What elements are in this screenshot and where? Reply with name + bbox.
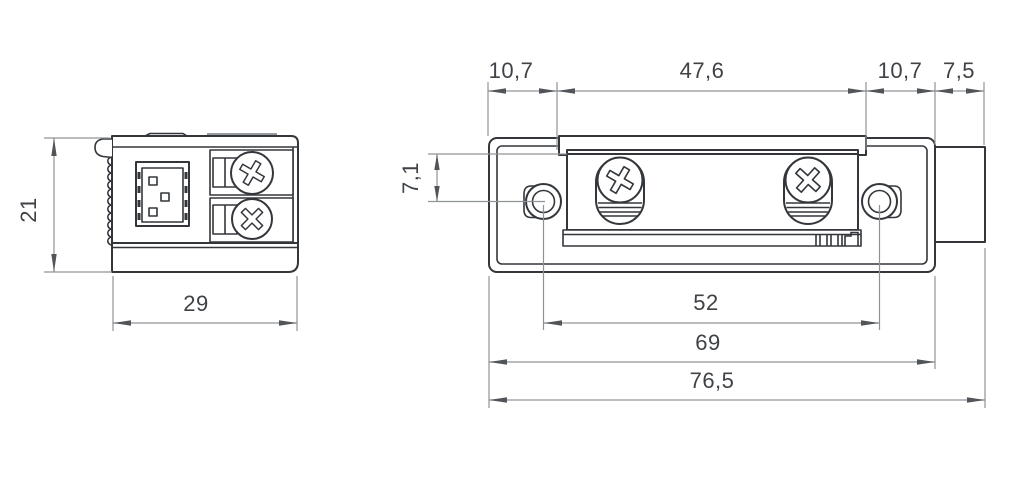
- connector-side-ticks: [137, 172, 188, 220]
- dim-front-vertical: 7,1: [398, 153, 567, 203]
- dim-label-top-left: 10,7: [489, 58, 534, 83]
- connector-block: [135, 161, 190, 227]
- dim-side-width: 29: [112, 276, 298, 331]
- dim-label-total-width: 76,5: [690, 368, 735, 393]
- dim-label-top-depth: 7,5: [943, 58, 975, 83]
- front-view: 10,7 47,6 10,7 7,5 7,1 52 69 76,5: [398, 58, 986, 408]
- dim-label-top-center: 47,6: [680, 58, 725, 83]
- dim-front-bottom: 52 69 76,5: [488, 205, 986, 408]
- side-serrated-edge: [107, 156, 113, 246]
- dim-front-top: 10,7 47,6 10,7 7,5: [487, 58, 985, 150]
- dim-label-vertical: 7,1: [398, 162, 423, 194]
- connector-pin-1: [148, 176, 158, 186]
- front-screw-right: [783, 156, 833, 225]
- keeper-block: [934, 146, 986, 243]
- side-view: 21 29: [16, 132, 299, 331]
- band-ticks: [815, 231, 859, 246]
- connector-inner: [141, 167, 184, 223]
- phillips-cross-icon: [239, 160, 265, 186]
- terminal-lower: [209, 197, 294, 243]
- dim-label-plate-width: 69: [695, 330, 720, 355]
- dim-label-side-height: 21: [16, 197, 41, 222]
- phillips-cross-icon: [795, 167, 821, 193]
- connector-pin-3: [148, 207, 158, 217]
- mounting-hole-right: [861, 183, 902, 220]
- dim-label-side-width: 29: [183, 291, 208, 316]
- phillips-cross-icon: [240, 207, 264, 231]
- terminal-upper: [209, 149, 294, 196]
- side-top-bump: [144, 132, 188, 137]
- side-left-tab: [94, 138, 113, 159]
- dim-label-top-right: 10,7: [878, 58, 923, 83]
- front-screw-left: [595, 156, 645, 225]
- connector-pin-2: [160, 192, 170, 202]
- phillips-cross-icon: [605, 165, 635, 195]
- dim-label-hole-spacing: 52: [693, 290, 718, 315]
- dim-side-height: 21: [16, 137, 112, 273]
